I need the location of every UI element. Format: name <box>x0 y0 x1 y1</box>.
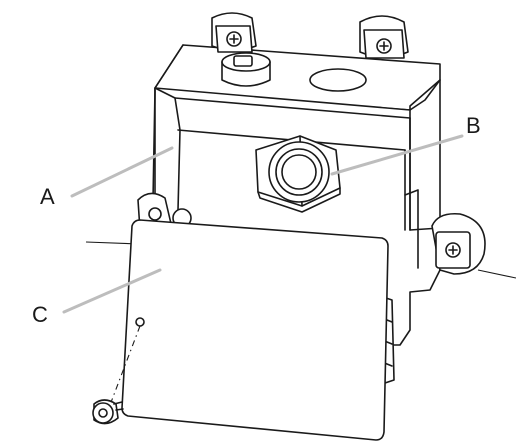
leader-line-c <box>62 268 162 314</box>
callout-label-b: B <box>466 113 481 138</box>
top-cable-gland <box>221 52 271 87</box>
leader-line-b <box>330 134 464 176</box>
top-left-clip <box>211 12 257 53</box>
cover-plate <box>121 219 389 441</box>
callout-label-a: A <box>40 184 55 209</box>
cover-screw <box>92 325 141 425</box>
leader-line-a <box>70 146 174 198</box>
top-right-clip <box>359 15 409 59</box>
front-cable-gland <box>255 135 341 213</box>
callout-label-c: C <box>32 302 48 327</box>
right-side-clip <box>431 212 486 275</box>
top-knockout-hole <box>309 68 367 92</box>
